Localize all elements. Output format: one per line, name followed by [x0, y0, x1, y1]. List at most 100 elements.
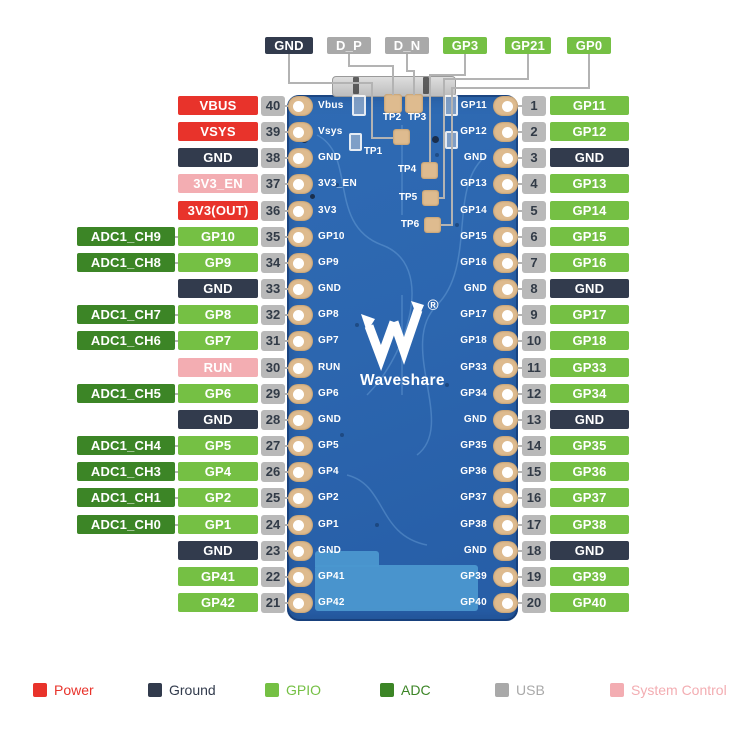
pin-number-badge-30: 30	[261, 358, 285, 378]
adc-channel-badge-ADC1_CH0: ADC1_CH0	[77, 515, 175, 534]
pin-number-badge-38: 38	[261, 148, 285, 168]
adc-channel-badge-ADC1_CH8: ADC1_CH8	[77, 253, 175, 272]
pin-number-badge-8: 8	[522, 279, 546, 299]
pin-number-badge-14: 14	[522, 436, 546, 456]
pin-name-badge-GP42: GP42	[178, 593, 258, 612]
brand-text: Waveshare	[360, 372, 445, 389]
pin-number-badge-18: 18	[522, 541, 546, 561]
legend-swatch-adc	[380, 683, 394, 697]
silkscreen-label-GP36: GP36	[460, 466, 487, 477]
pin-number-badge-22: 22	[261, 567, 285, 587]
silkscreen-label-GP33: GP33	[460, 362, 487, 373]
pin-number-badge-7: 7	[522, 253, 546, 273]
silkscreen-label-GP4: GP4	[318, 466, 339, 477]
legend-swatch-usb	[495, 683, 509, 697]
pin-name-badge-GND: GND	[550, 410, 629, 429]
legend-swatch-ground	[148, 683, 162, 697]
test-pad-label-TP6: TP6	[400, 219, 420, 230]
rf-module-step	[315, 551, 379, 567]
test-pad-TP3	[405, 94, 423, 113]
pin-number-badge-36: 36	[261, 201, 285, 221]
pin-name-badge-GND: GND	[178, 410, 258, 429]
pin-number-badge-26: 26	[261, 462, 285, 482]
silkscreen-label-GND: GND	[318, 414, 342, 425]
pin-name-badge-RUN: RUN	[178, 358, 258, 377]
pin-number-badge-20: 20	[522, 593, 546, 613]
silkscreen-label-GND: GND	[463, 545, 487, 556]
pin-name-badge-GP36: GP36	[550, 462, 629, 481]
pin-number-badge-12: 12	[522, 384, 546, 404]
pin-number-badge-24: 24	[261, 515, 285, 535]
legend-label-usb: USB	[516, 682, 545, 698]
legend-swatch-gpio	[265, 683, 279, 697]
pin-number-badge-10: 10	[522, 331, 546, 351]
silkscreen-label-GP16: GP16	[460, 257, 487, 268]
legend-label-sysctl: System Control	[631, 682, 727, 698]
silkscreen-label-GND: GND	[463, 283, 487, 294]
pin-name-badge-GND: GND	[550, 279, 629, 298]
pin-number-badge-15: 15	[522, 462, 546, 482]
silkscreen-label-GP39: GP39	[460, 571, 487, 582]
silkscreen-label-GP9: GP9	[318, 257, 339, 268]
silkscreen-label-GP2: GP2	[318, 492, 339, 503]
silkscreen-label-GP1: GP1	[318, 519, 339, 530]
silkscreen-label-GP6: GP6	[318, 388, 339, 399]
silkscreen-label-GP8: GP8	[318, 309, 339, 320]
silkscreen-label-RUN: RUN	[318, 362, 341, 373]
test-pad-label-TP5: TP5	[398, 192, 418, 203]
pin-number-badge-34: 34	[261, 253, 285, 273]
silkscreen-label-GP38: GP38	[460, 519, 487, 530]
silkscreen-label-3V3_EN: 3V3_EN	[318, 178, 358, 189]
pin-number-badge-35: 35	[261, 227, 285, 247]
silkscreen-label-GP15: GP15	[460, 231, 487, 242]
pin-number-badge-39: 39	[261, 122, 285, 142]
pin-name-badge-GND: GND	[178, 541, 258, 560]
pin-name-badge-GP8: GP8	[178, 305, 258, 324]
pin-number-badge-28: 28	[261, 410, 285, 430]
pin-name-badge-GP35: GP35	[550, 436, 629, 455]
pin-name-badge-GP38: GP38	[550, 515, 629, 534]
legend-label-adc: ADC	[401, 682, 431, 698]
adc-channel-badge-ADC1_CH9: ADC1_CH9	[77, 227, 175, 246]
pin-number-badge-37: 37	[261, 174, 285, 194]
silkscreen-label-GND: GND	[318, 152, 342, 163]
silkscreen-label-GP35: GP35	[460, 440, 487, 451]
pin-name-badge-GP6: GP6	[178, 384, 258, 403]
pin-number-badge-25: 25	[261, 488, 285, 508]
pin-name-badge-GP2: GP2	[178, 488, 258, 507]
adc-channel-badge-ADC1_CH4: ADC1_CH4	[77, 436, 175, 455]
pin-name-badge-VSYS: VSYS	[178, 122, 258, 141]
top-pin-badge-GP0: GP0	[567, 37, 611, 54]
adc-channel-badge-ADC1_CH1: ADC1_CH1	[77, 488, 175, 507]
top-pin-badge-D_N: D_N	[385, 37, 429, 54]
pin-name-badge-GND: GND	[550, 541, 629, 560]
top-pin-badge-D_P: D_P	[327, 37, 371, 54]
pin-number-badge-17: 17	[522, 515, 546, 535]
top-pin-badge-GND: GND	[265, 37, 313, 54]
pin-name-badge-GP34: GP34	[550, 384, 629, 403]
pin-number-badge-27: 27	[261, 436, 285, 456]
silkscreen-label-GP40: GP40	[460, 597, 487, 608]
silkscreen-label-GP7: GP7	[318, 335, 339, 346]
pin-name-badge-GP18: GP18	[550, 331, 629, 350]
test-pad-label-TP1: TP1	[363, 146, 383, 157]
legend-swatch-sysctl	[610, 683, 624, 697]
pin-name-badge-GP37: GP37	[550, 488, 629, 507]
silkscreen-label-GP42: GP42	[318, 597, 345, 608]
pin-number-badge-19: 19	[522, 567, 546, 587]
silkscreen-label-GP10: GP10	[318, 231, 345, 242]
pin-name-badge-GND: GND	[178, 148, 258, 167]
pin-name-badge-3V3_EN: 3V3_EN	[178, 174, 258, 193]
pin-number-badge-21: 21	[261, 593, 285, 613]
silkscreen-label-GP37: GP37	[460, 492, 487, 503]
top-pin-badge-GP21: GP21	[505, 37, 551, 54]
pin-number-badge-13: 13	[522, 410, 546, 430]
adc-channel-badge-ADC1_CH7: ADC1_CH7	[77, 305, 175, 324]
pin-name-badge-GP39: GP39	[550, 567, 629, 586]
pin-number-badge-9: 9	[522, 305, 546, 325]
silkscreen-label-GP5: GP5	[318, 440, 339, 451]
rf-module-area	[315, 565, 478, 611]
